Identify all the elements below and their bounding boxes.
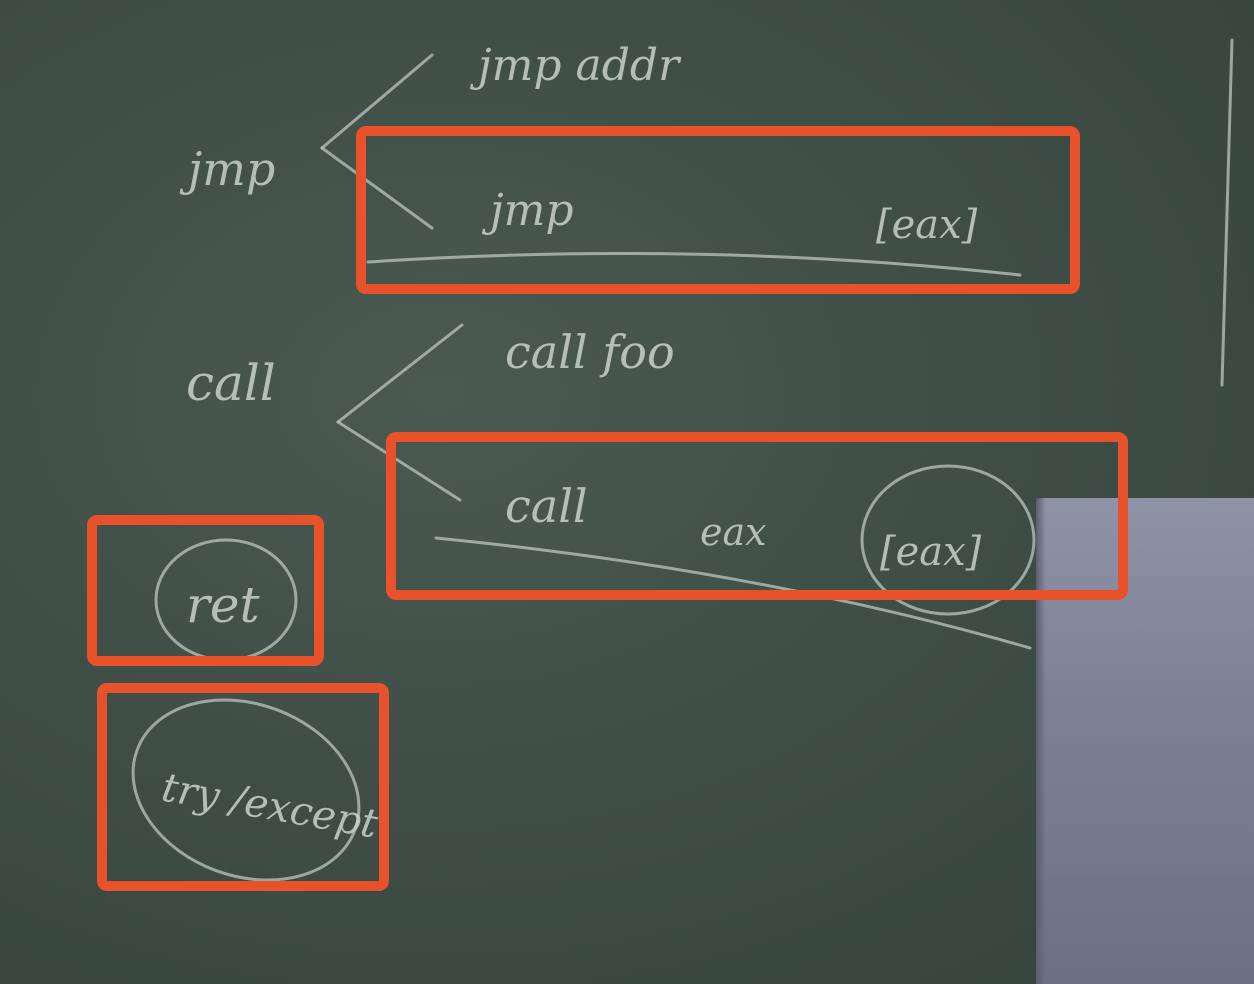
- jmp-label: jmp: [179, 142, 275, 196]
- call-indirect-text: call: [505, 479, 588, 533]
- call-foo-text: call foo: [505, 325, 675, 379]
- jmp-underline: [366, 252, 1022, 277]
- call-label: call: [186, 354, 276, 412]
- ret-text: ret: [186, 576, 260, 634]
- jmp-branch-up: [320, 53, 434, 150]
- highlight-box-call-eax: [386, 432, 1128, 600]
- highlight-box-try-except: [97, 683, 389, 891]
- highlight-box-ret: [87, 515, 324, 666]
- jmp-eax-text: [eax]: [876, 202, 978, 248]
- try-except-circle: [131, 698, 361, 882]
- call-branch-down: [336, 420, 462, 502]
- highlight-box-jmp-eax: [356, 126, 1080, 294]
- call-mem-eax-text: [eax]: [880, 529, 982, 575]
- call-eax-text: eax: [700, 510, 767, 554]
- grey-panel: [1036, 498, 1254, 984]
- jmp-branch-down: [320, 146, 434, 230]
- call-underline: [434, 536, 1032, 650]
- vertical-chalk-line: [1220, 38, 1234, 387]
- jmp-indirect-text: jmp: [481, 185, 574, 236]
- call-mem-circle: [860, 464, 1036, 616]
- jmp-addr-text: jmp addr: [469, 40, 682, 91]
- call-branch-up: [336, 323, 464, 424]
